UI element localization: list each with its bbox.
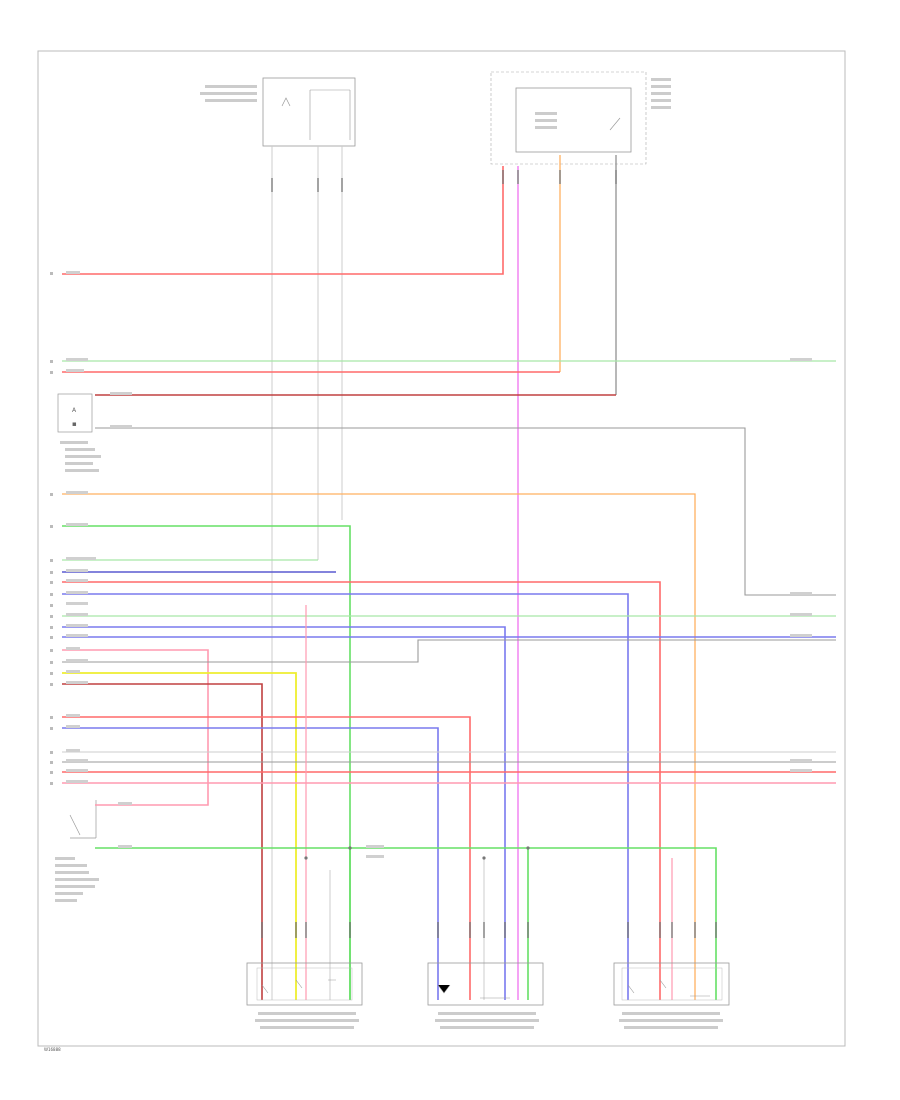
svg-text:A: A (72, 407, 77, 414)
junction-dots (304, 846, 530, 860)
connector-pins (261, 170, 717, 938)
bottom-component-right (613, 962, 730, 1029)
left-pin-numbers (50, 272, 53, 785)
top-left-component (200, 77, 356, 147)
top-right-component (490, 71, 671, 165)
footer-code: W16888 (44, 1047, 61, 1052)
bottom-component-middle (427, 962, 544, 1029)
diagram-frame (37, 50, 846, 1047)
wire-label-chips (66, 271, 812, 858)
left-switch-block: A ▪ (57, 393, 101, 472)
bottom-component-left (246, 962, 363, 1029)
wire-harness (62, 146, 836, 1000)
svg-text:▪: ▪ (72, 420, 77, 428)
left-sensor-block (55, 800, 99, 902)
